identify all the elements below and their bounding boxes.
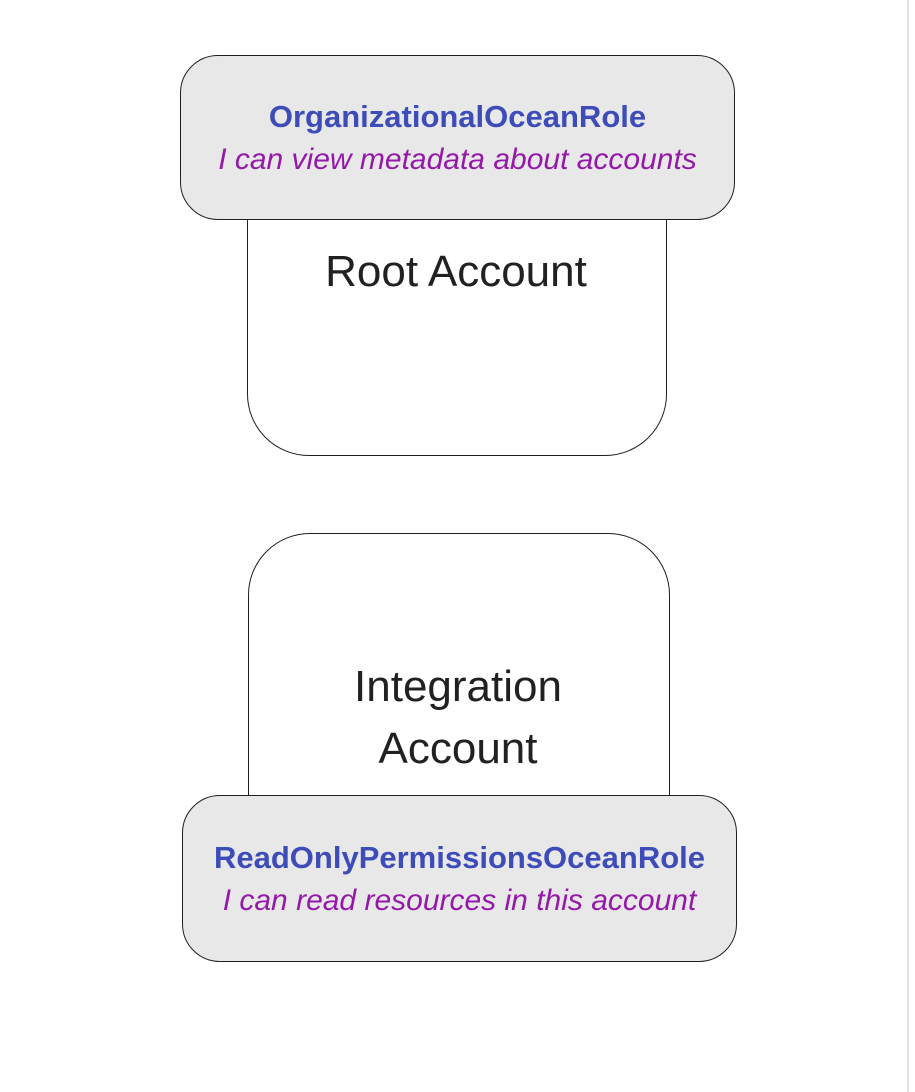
- integration-account-label-text: Integration Account: [354, 662, 562, 773]
- organizational-ocean-role-description: I can view metadata about accounts: [218, 142, 697, 176]
- readonly-permissions-ocean-role-name: ReadOnlyPermissionsOceanRole: [213, 839, 706, 875]
- page-edge-line: [907, 0, 909, 1092]
- readonly-permissions-ocean-role-description: I can read resources in this account: [222, 883, 697, 917]
- readonly-permissions-ocean-role-node: ReadOnlyPermissionsOceanRole I can read …: [182, 795, 737, 962]
- organizational-ocean-role-node: OrganizationalOceanRole I can view metad…: [180, 55, 735, 220]
- root-account-label: Root Account: [325, 247, 587, 296]
- organizational-ocean-role-name: OrganizationalOceanRole: [268, 98, 647, 134]
- integration-account-label: Integration Account: [248, 656, 668, 780]
